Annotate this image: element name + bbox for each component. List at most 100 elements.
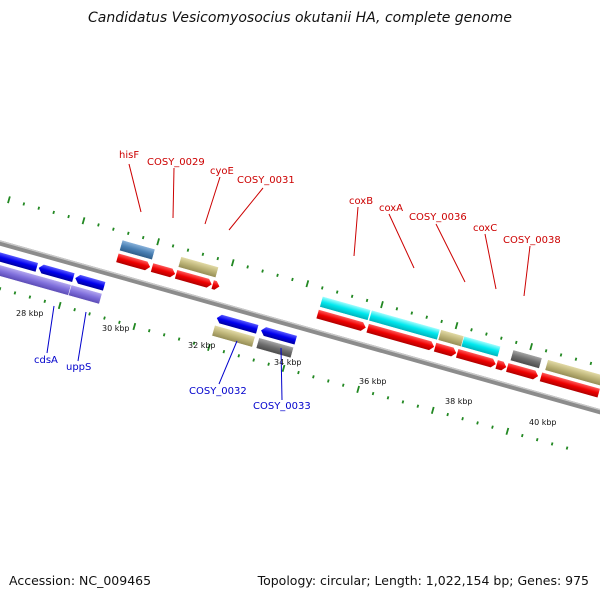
COSY_0036-cds[interactable] [433,342,458,358]
reverse-tick-mark [222,349,226,354]
forward-tick-mark [81,217,86,225]
scale-label-32kbp: 32 kbp [188,341,216,350]
forward-tick-mark [454,322,459,330]
forward-tick-mark [276,273,279,277]
reverse-leader-lines [46,305,283,401]
reverse-tick-mark [341,383,345,387]
reverse-tick-mark [57,301,62,310]
forward-tick-mark [470,328,473,332]
reverse-tick-mark [565,446,569,450]
COSY_0032-gene[interactable] [211,324,256,348]
label-coxC[interactable]: coxC [473,223,497,234]
coxB-gene[interactable] [319,295,372,321]
forward-tick-mark [67,214,70,219]
reverse-tick-mark [401,400,405,404]
hisF-cds[interactable] [116,253,151,271]
reverse-tick-mark [147,328,151,333]
coxB-cds[interactable] [316,309,367,332]
topology-text: Topology: circular; Length: 1,022,154 bp… [257,573,589,588]
label-COSY_0033[interactable]: COSY_0033 [253,401,311,412]
reverse-tick-row [0,287,569,450]
COSY_0032-cds[interactable] [216,314,259,334]
uppS-cds[interactable] [74,274,106,291]
label-COSY_0031[interactable]: COSY_0031 [237,175,295,186]
reverse-tick-mark [430,406,435,414]
edge-reverse-cds[interactable] [0,248,38,272]
forward-cds-row [116,253,600,398]
edge-forward-cds[interactable] [539,372,600,398]
forward-tick-mark [127,231,130,236]
label-COSY_0036[interactable]: COSY_0036 [409,212,467,223]
reverse-tick-mark [491,425,494,429]
COSY_0033-cds[interactable] [260,326,297,345]
label-uppS[interactable]: uppS [66,362,91,373]
forward-tick-mark [230,259,235,267]
label-cyoE[interactable]: cyoE [210,166,234,177]
forward-tick-mark [156,238,160,246]
reverse-tick-mark [103,316,106,320]
reverse-tick-mark [505,427,510,435]
reverse-tick-mark [192,341,196,345]
hisF-gene[interactable] [119,239,156,261]
uppS-gene[interactable] [68,284,103,305]
forward-tick-mark [305,280,310,288]
coxC-gene[interactable] [460,335,502,358]
reverse-tick-mark [118,320,121,324]
scale-label-38kbp: 38 kbp [445,397,473,406]
forward-tick-mark [141,235,145,240]
label-cdsA[interactable]: cdsA [34,355,58,366]
label-coxB[interactable]: coxB [349,196,373,207]
reverse-tick-mark [177,337,181,341]
coxA-cds[interactable] [366,323,435,351]
reverse-tick-mark [88,312,91,316]
label-hisF[interactable]: hisF [119,150,139,161]
COSY_0038-gene[interactable] [509,349,543,369]
cyoE-gene[interactable] [177,256,219,278]
scale-label-40kbp: 40 kbp [529,418,557,427]
label-COSY_0038[interactable]: COSY_0038 [503,235,561,246]
edge-forward-gene[interactable] [544,359,600,387]
reverse-tick-mark [267,362,270,366]
genome-title: Candidatus Vesicomyosocius okutanii HA, … [88,10,512,26]
forward-tick-mark [22,202,26,206]
forward-tick-mark [291,277,294,282]
reverse-tick-mark [476,421,479,425]
coxC-cds[interactable] [455,349,497,368]
forward-tick-mark [365,298,369,303]
COSY_0029-cds[interactable] [150,263,177,278]
COSY_0031-cds[interactable] [211,280,220,291]
reverse-tick-mark [13,291,17,295]
genome-backbone [0,237,600,416]
forward-tick-mark [261,269,264,273]
label-COSY_0029[interactable]: COSY_0029 [147,157,205,168]
scale-labels: 28 kbp 30 kbp 32 kbp 34 kbp 36 kbp 38 kb… [16,309,557,427]
COSY_0038-cds[interactable] [506,363,539,380]
COSY_0036-gene[interactable] [437,329,465,347]
label-COSY_0032[interactable]: COSY_0032 [189,386,247,397]
reverse-tick-mark [327,379,330,383]
scale-label-28kbp: 28 kbp [16,309,44,318]
reverse-tick-mark [162,333,166,337]
reverse-tick-mark [535,438,539,442]
forward-tick-mark [186,248,190,252]
scale-label-34kbp: 34 kbp [274,358,302,367]
reverse-tick-mark [252,358,255,362]
coxA-gene[interactable] [368,309,441,341]
reverse-tick-mark [521,433,524,438]
reverse-tick-mark [297,370,300,375]
reverse-tick-mark [371,391,375,396]
small-forward-cds[interactable] [495,360,507,371]
label-coxA[interactable]: coxA [379,203,403,214]
reverse-tick-mark [550,442,554,446]
forward-tick-mark [485,332,488,336]
cdsA-cds[interactable] [37,264,75,282]
forward-tick-mark [395,307,399,311]
reverse-tick-mark [281,364,286,373]
cyoE-cds[interactable] [174,269,213,289]
forward-tick-mark [529,342,533,351]
reverse-tick-mark [386,396,390,400]
COSY_0033-gene[interactable] [255,337,295,359]
reverse-tick-mark [416,404,420,408]
forward-tick-mark [589,361,593,366]
forward-tick-mark [425,315,429,319]
